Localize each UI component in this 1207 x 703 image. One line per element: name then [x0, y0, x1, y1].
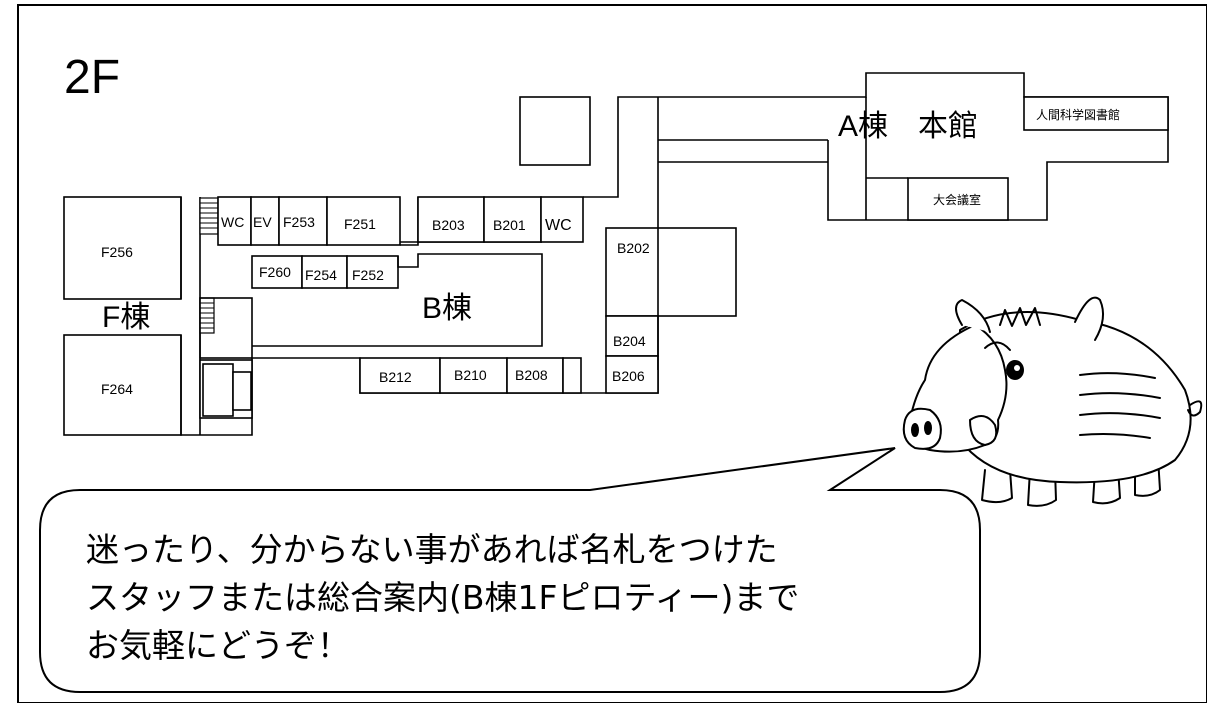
room-b202-label: B202 — [617, 240, 650, 256]
room-b210-label: B210 — [454, 367, 487, 383]
room-b206-label: B206 — [612, 368, 645, 384]
room-f260-label: F260 — [259, 264, 291, 280]
building-f: F256 F264 F棟 — [63, 196, 659, 436]
conference-room[interactable] — [907, 177, 1009, 221]
wc-f-label: WC — [221, 214, 244, 230]
b-north-room[interactable] — [519, 96, 591, 166]
stairs-icon — [199, 197, 219, 235]
room-f251[interactable] — [326, 196, 401, 246]
elevator-shaft — [199, 359, 253, 419]
boar-mascot-icon — [902, 296, 1203, 507]
library[interactable] — [1023, 96, 1169, 131]
help-message-line2: スタッフまたは総合案内(B棟1Fピロティー)まで — [86, 578, 800, 617]
b-north-connector — [583, 96, 658, 198]
wc-b[interactable] — [540, 196, 584, 243]
room-b206[interactable] — [605, 355, 659, 394]
room-b201-label: B201 — [493, 217, 526, 233]
map-frame — [17, 4, 1207, 703]
building-b: B棟 B203 B201 WC B202 B204 B206 B212 B210… — [252, 96, 737, 394]
room-b212-label: B212 — [379, 369, 412, 385]
building-b-label: B棟 — [422, 292, 472, 325]
room-b202[interactable] — [605, 227, 737, 317]
f-inner-room — [199, 297, 253, 359]
room-b203[interactable] — [417, 196, 485, 243]
b-small-room[interactable] — [562, 357, 582, 394]
room-f256-label: F256 — [101, 244, 133, 260]
wc-b-label: WC — [545, 217, 572, 234]
room-f254-label: F254 — [305, 267, 337, 283]
room-f256[interactable] — [63, 196, 182, 300]
help-message: 迷ったり、分からない事があれば名札をつけた スタッフまたは総合案内(B棟1Fピロ… — [86, 526, 946, 670]
room-b204[interactable] — [605, 315, 659, 357]
building-f-label: F棟 — [102, 301, 150, 334]
wc-f[interactable] — [217, 196, 252, 246]
f-middle-row: F260 F254 F252 — [251, 255, 399, 289]
f-top-row: WC EV F253 F251 — [217, 196, 401, 246]
room-f264-label: F264 — [101, 381, 133, 397]
b-central-block — [252, 253, 543, 347]
ev-label: EV — [253, 214, 272, 230]
building-a-label: A棟 本館 — [838, 110, 978, 143]
room-b204-label: B204 — [613, 333, 646, 349]
room-f252-label: F252 — [352, 267, 384, 283]
room-b203-label: B203 — [432, 217, 465, 233]
help-message-line1: 迷ったり、分からない事があれば名札をつけた — [86, 530, 778, 569]
help-message-line3: お気軽にどうぞ！ — [86, 626, 350, 665]
room-b210[interactable] — [439, 357, 508, 394]
stairs-icon — [199, 297, 215, 334]
library-label: 人間科学図書館 — [1036, 107, 1120, 122]
conference-label: 大会議室 — [933, 192, 981, 207]
room-f253-label: F253 — [283, 214, 315, 230]
building-a: 人間科学図書館 大会議室 A棟 本館 — [657, 72, 1169, 370]
room-f264[interactable] — [63, 334, 182, 436]
room-b208-label: B208 — [515, 367, 548, 383]
floor-label: 2F — [64, 51, 120, 104]
elevator[interactable] — [250, 196, 280, 246]
room-f251-label: F251 — [344, 216, 376, 232]
room-f252[interactable] — [346, 255, 399, 289]
speech-bubble — [39, 447, 981, 693]
